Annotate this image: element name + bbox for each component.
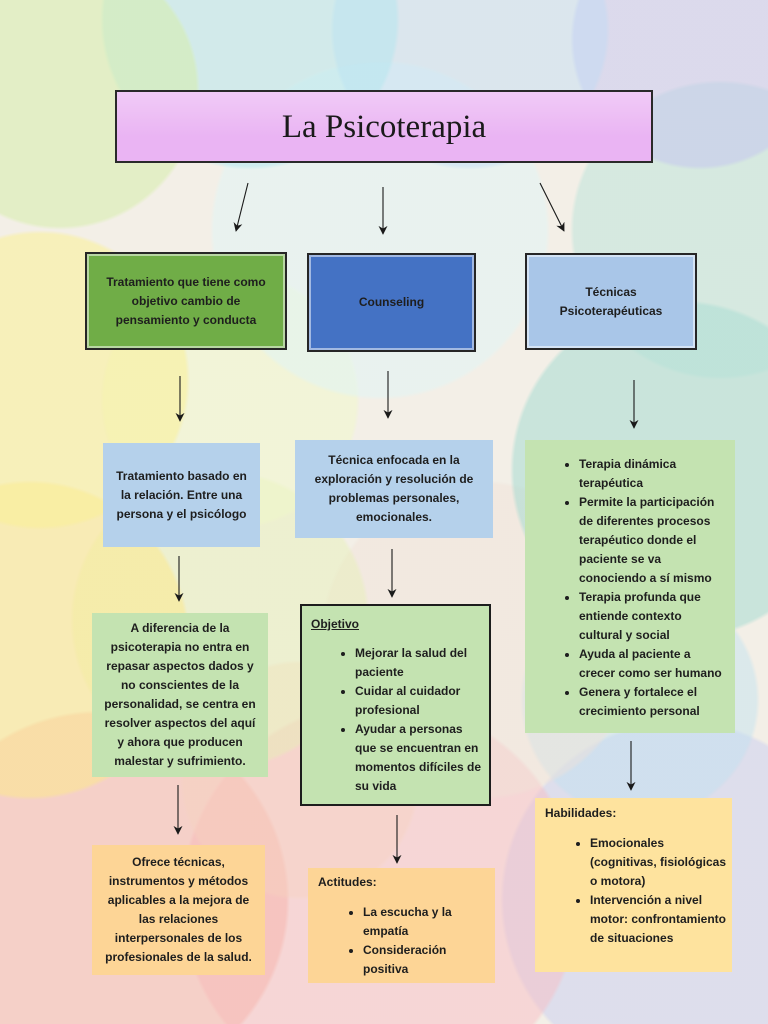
- list-item: Mejorar la salud del paciente: [355, 644, 484, 682]
- offers-box: Ofrece técnicas, instrumentos y métodos …: [92, 845, 265, 975]
- techniques-box: Terapia dinámica terapéutica Permite la …: [525, 440, 735, 733]
- counseling-description-text: Técnica enfocada en la exploración y res…: [314, 453, 474, 524]
- objective-heading: Objetivo: [311, 617, 360, 631]
- page-title: La Psicoterapia: [281, 108, 487, 145]
- category-counseling-label: Counseling: [358, 295, 425, 309]
- skills-heading: Habilidades:: [545, 806, 617, 820]
- objective-list: Mejorar la salud del paciente Cuidar al …: [311, 644, 484, 796]
- arrow-title-to-techniques: [539, 182, 565, 232]
- title-box: La Psicoterapia: [115, 90, 653, 163]
- list-item: Emocionales (cognitivas, fisiológicas o …: [590, 834, 727, 891]
- list-item: Permite la participación de diferentes p…: [579, 493, 725, 588]
- list-item: La escucha y la empatía: [363, 903, 485, 941]
- list-item: Terapia profunda que entiende contexto c…: [579, 588, 725, 645]
- difference-box: A diferencia de la psicoterapia no entra…: [92, 613, 268, 777]
- list-item: Consideración positiva: [363, 941, 485, 979]
- category-treatment-label: Tratamiento que tiene como objetivo camb…: [106, 274, 266, 327]
- list-item: Cuidar al cuidador profesional: [355, 682, 484, 720]
- attitudes-list: La escucha y la empatía Consideración po…: [318, 903, 485, 979]
- attitudes-heading: Actitudes:: [318, 875, 377, 889]
- difference-text: A diferencia de la psicoterapia no entra…: [104, 621, 256, 768]
- relation-text: Tratamiento basado en la relación. Entre…: [116, 468, 247, 521]
- skills-box: Habilidades: Emocionales (cognitivas, fi…: [535, 798, 732, 972]
- skills-list: Emocionales (cognitivas, fisiológicas o …: [545, 834, 727, 948]
- techniques-list: Terapia dinámica terapéutica Permite la …: [551, 455, 725, 721]
- counseling-description-box: Técnica enfocada en la exploración y res…: [295, 440, 493, 538]
- objective-box: Objetivo Mejorar la salud del paciente C…: [300, 604, 491, 806]
- category-treatment-box: Tratamiento que tiene como objetivo camb…: [85, 252, 287, 350]
- category-techniques-box: Técnicas Psicoterapéuticas: [525, 253, 697, 350]
- category-counseling-box: Counseling: [307, 253, 476, 352]
- arrow-title-to-treatment: [233, 182, 249, 232]
- list-item: Ayudar a personas que se encuentran en m…: [355, 720, 484, 796]
- list-item: Genera y fortalece el crecimiento person…: [579, 683, 725, 721]
- list-item: Intervención a nivel motor: confrontamie…: [590, 891, 727, 948]
- offers-text: Ofrece técnicas, instrumentos y métodos …: [105, 855, 252, 964]
- relation-box: Tratamiento basado en la relación. Entre…: [103, 443, 260, 547]
- attitudes-box: Actitudes: La escucha y la empatía Consi…: [308, 868, 495, 983]
- category-techniques-label: Técnicas Psicoterapéuticas: [559, 284, 663, 318]
- list-item: Ayuda al paciente a crecer como ser huma…: [579, 645, 725, 683]
- list-item: Terapia dinámica terapéutica: [579, 455, 725, 493]
